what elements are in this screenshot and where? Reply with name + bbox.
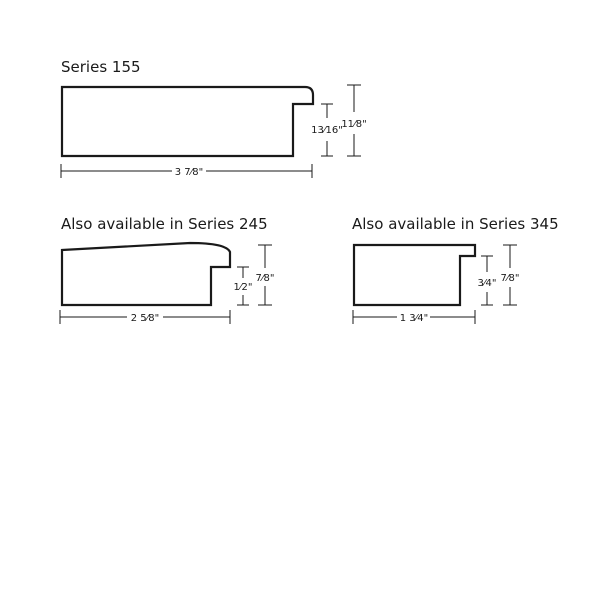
profile-series-245: Also available in Series 245 2 5⁄8" 1⁄2"… [59, 215, 275, 324]
profile-title: Also available in Series 245 [61, 215, 268, 233]
height-dimension: 7⁄8" [256, 244, 275, 306]
height-dimension: 7⁄8" [501, 244, 520, 306]
width-dimension: 1 3⁄4" [352, 310, 476, 324]
rabbet-label: 1⁄2" [234, 282, 253, 293]
rabbet-dimension: 3⁄4" [478, 255, 497, 306]
width-dimension: 3 7⁄8" [60, 164, 313, 178]
profile-title: Series 155 [61, 58, 141, 76]
rabbet-dimension: 13⁄16" [311, 103, 343, 157]
width-label: 3 7⁄8" [175, 167, 204, 178]
profile-cross-section [60, 85, 315, 158]
height-dimension: 11⁄8" [341, 84, 367, 157]
profile-title: Also available in Series 345 [352, 215, 559, 233]
height-label: 7⁄8" [256, 273, 275, 284]
profile-series-345: Also available in Series 345 1 3⁄4" 3⁄4"… [352, 215, 559, 324]
profile-series-155: Series 155 3 7⁄8" 13⁄16" 11⁄8" [60, 58, 367, 178]
width-label: 1 3⁄4" [400, 313, 429, 324]
rabbet-label: 3⁄4" [478, 278, 497, 289]
width-label: 2 5⁄8" [131, 313, 160, 324]
rabbet-label: 13⁄16" [311, 125, 343, 136]
width-dimension: 2 5⁄8" [59, 310, 231, 324]
height-label: 11⁄8" [341, 119, 366, 130]
height-label: 7⁄8" [501, 273, 520, 284]
profile-cross-section [60, 241, 232, 307]
profile-cross-section [352, 243, 477, 307]
rabbet-dimension: 1⁄2" [234, 266, 253, 306]
